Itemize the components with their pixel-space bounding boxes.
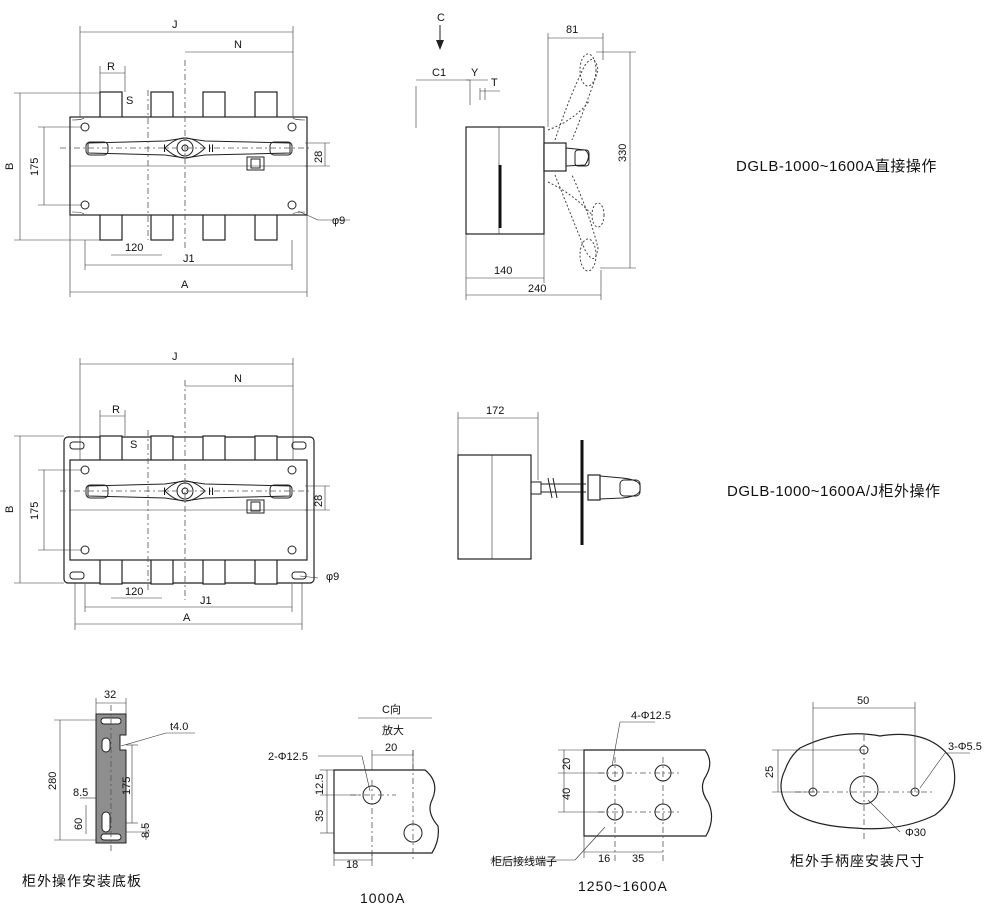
dim-28-2: 28 bbox=[313, 495, 325, 507]
dim-S: S bbox=[126, 95, 133, 107]
dim-60: 60 bbox=[73, 818, 85, 830]
dim-4phi125: 4-Φ12.5 bbox=[631, 710, 671, 722]
dim-28: 28 bbox=[313, 151, 325, 163]
dim-C: C bbox=[437, 12, 445, 24]
dim-140: 140 bbox=[494, 265, 512, 277]
title-external-operation: DGLB-1000~1600A/J柜外操作 bbox=[727, 483, 941, 500]
dim-20-b: 20 bbox=[561, 758, 573, 770]
dim-35: 35 bbox=[314, 810, 326, 822]
dim-A-2: A bbox=[183, 612, 191, 624]
dim-175-plate: 175 bbox=[121, 777, 133, 795]
pos-I: I bbox=[163, 143, 166, 155]
dim-330: 330 bbox=[617, 144, 629, 162]
dim-2phi125: 2-Φ12.5 bbox=[268, 751, 308, 763]
dim-50: 50 bbox=[857, 695, 869, 707]
dim-phi9: φ9 bbox=[332, 215, 345, 227]
handle-base: 50 25 3-Φ5.5 Φ30 柜外手柄座安装尺寸 bbox=[764, 695, 982, 869]
caption-1600a: 1250~1600A bbox=[578, 878, 668, 894]
dim-85-left: 8.5 bbox=[73, 787, 88, 799]
dim-R: R bbox=[107, 61, 115, 73]
dim-20: 20 bbox=[385, 742, 397, 754]
dim-phi30: Φ30 bbox=[905, 827, 926, 839]
mounting-plate: 32 t4.0 280 175 8.5 60 8.5 柜外操作安装底板 bbox=[22, 689, 195, 889]
dim-3phi55: 3-Φ5.5 bbox=[948, 741, 982, 753]
dim-25: 25 bbox=[764, 766, 776, 778]
dim-N-2: N bbox=[234, 373, 242, 385]
side-view-direct: C C1 Y T 81 330 140 240 bbox=[415, 12, 636, 300]
dim-phi9-2: φ9 bbox=[326, 571, 339, 583]
pos-I-2: I bbox=[163, 486, 166, 498]
caption-plate: 柜外操作安装底板 bbox=[22, 873, 142, 889]
front-view-direct: J N R S B 175 28 φ9 120 J1 A bbox=[4, 19, 350, 297]
dim-J-2: J bbox=[172, 351, 178, 363]
title-direct-operation: DGLB-1000~1600A直接操作 bbox=[736, 158, 937, 175]
terminal-1000a: C向 放大 20 2-Φ12.5 12.5 35 18 1000A bbox=[268, 702, 439, 906]
side-view-external: 172 bbox=[457, 405, 641, 560]
dim-Y: Y bbox=[471, 67, 479, 79]
dim-J1: J1 bbox=[183, 253, 195, 265]
pos-II-2: II bbox=[208, 486, 214, 498]
dim-40: 40 bbox=[561, 788, 573, 800]
dim-16: 16 bbox=[598, 853, 610, 865]
pos-II: II bbox=[208, 143, 214, 155]
dim-B-2: B bbox=[4, 506, 16, 513]
dim-81: 81 bbox=[566, 24, 578, 36]
dim-35-b: 35 bbox=[632, 853, 644, 865]
dim-280: 280 bbox=[47, 772, 59, 790]
dim-175: 175 bbox=[29, 158, 41, 176]
terminal-1600a: 4-Φ12.5 20 40 16 35 柜后接线端子 1250~1600A bbox=[490, 710, 713, 894]
dim-S-2: S bbox=[130, 439, 137, 451]
dim-120: 120 bbox=[125, 242, 143, 254]
dim-T: T bbox=[491, 77, 498, 89]
dim-t4: t4.0 bbox=[170, 721, 188, 733]
dim-120-2: 120 bbox=[125, 586, 143, 598]
caption-1000a: 1000A bbox=[360, 890, 405, 906]
dim-B: B bbox=[4, 163, 16, 170]
dim-125: 12.5 bbox=[314, 774, 326, 795]
dim-J1-2: J1 bbox=[200, 595, 212, 607]
front-view-external: J N R S B 175 28 φ9 120 J1 A bbox=[4, 351, 339, 630]
label-enlarge: 放大 bbox=[382, 723, 404, 737]
dim-175-2: 175 bbox=[29, 502, 41, 520]
dim-C1: C1 bbox=[432, 67, 446, 79]
dim-172: 172 bbox=[486, 405, 504, 417]
label-c-view: C向 bbox=[382, 702, 401, 716]
dim-N: N bbox=[234, 39, 242, 51]
dim-A: A bbox=[181, 279, 189, 291]
dim-R-2: R bbox=[112, 404, 120, 416]
dim-18: 18 bbox=[346, 859, 358, 871]
dim-240: 240 bbox=[528, 283, 546, 295]
dim-85-right: 8.5 bbox=[140, 823, 152, 838]
dim-32: 32 bbox=[104, 689, 116, 701]
caption-handle-base: 柜外手柄座安装尺寸 bbox=[790, 853, 925, 869]
label-rear-terminal: 柜后接线端子 bbox=[491, 854, 557, 868]
dim-J: J bbox=[172, 19, 178, 31]
